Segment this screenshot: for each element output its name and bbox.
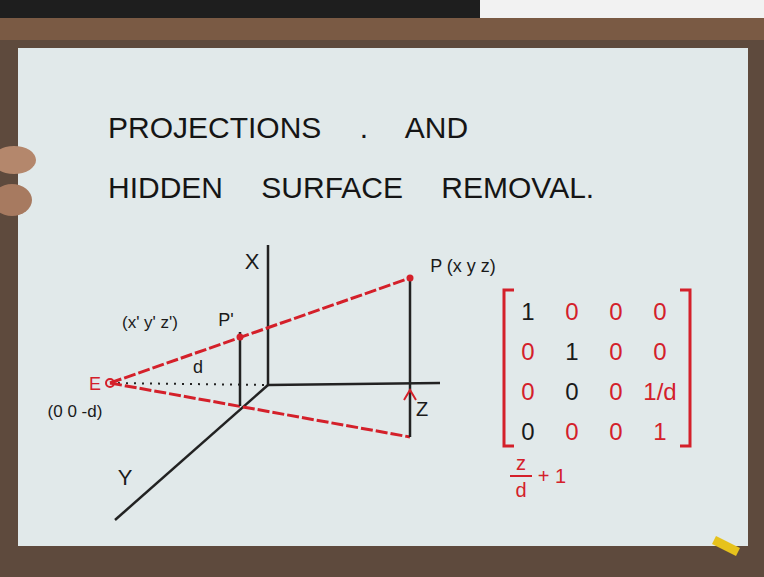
matrix-cell: 0	[565, 380, 578, 404]
matrix-cell: 0	[609, 340, 622, 364]
matrix-cell: 1/d	[643, 380, 676, 404]
matrix-cell: 0	[521, 340, 534, 364]
object-line	[409, 278, 412, 437]
pen	[712, 536, 740, 556]
board	[18, 48, 748, 546]
matrix-cell: 1	[565, 340, 578, 364]
title: PROJECTIONS . AND HIDDEN SURFACE REMOVAL…	[108, 98, 611, 218]
matrix-cell: 0	[565, 300, 578, 324]
matrix-cell: 0	[521, 420, 534, 444]
y-axis	[115, 385, 268, 520]
matrix-bracket	[680, 290, 690, 446]
matrix-bracket	[504, 290, 514, 446]
matrix-cell: 0	[653, 300, 666, 324]
matrix-cell: 0	[521, 380, 534, 404]
x-axis	[267, 245, 270, 385]
point-label: P (x y z)	[430, 257, 496, 275]
matrix-cell: 1	[521, 300, 534, 324]
z-axis	[268, 383, 440, 385]
matrix-cell: 0	[609, 420, 622, 444]
fraction-bar	[510, 475, 532, 477]
hand	[0, 184, 32, 216]
dimension-label: d	[193, 358, 203, 376]
matrix-cell: 0	[609, 300, 622, 324]
axis-label: X	[245, 251, 260, 273]
eye-point	[106, 379, 114, 387]
hand	[0, 146, 36, 174]
formula-text: z	[516, 453, 526, 473]
projection-plane	[239, 332, 242, 406]
point-label: P'	[218, 311, 233, 329]
arrow-mark	[404, 390, 416, 400]
axis-label: Y	[118, 467, 133, 489]
point	[237, 334, 244, 341]
axis-label: Z	[416, 399, 428, 419]
point-label: (x' y' z')	[122, 314, 178, 331]
point	[407, 275, 414, 282]
matrix-cell: 0	[609, 380, 622, 404]
projection-ray	[110, 383, 410, 437]
board-frame	[0, 18, 764, 40]
matrix-cell: 0	[565, 420, 578, 444]
view-axis	[110, 383, 268, 385]
projection-ray	[110, 278, 410, 383]
formula-text: d	[515, 480, 526, 500]
point-label: (0 0 -d)	[48, 403, 103, 420]
matrix-cell: 1	[653, 420, 666, 444]
formula-text: + 1	[538, 466, 566, 486]
point-label: E	[89, 375, 101, 393]
top-strip	[0, 0, 480, 18]
matrix-cell: 0	[653, 340, 666, 364]
top-strip	[480, 0, 764, 18]
